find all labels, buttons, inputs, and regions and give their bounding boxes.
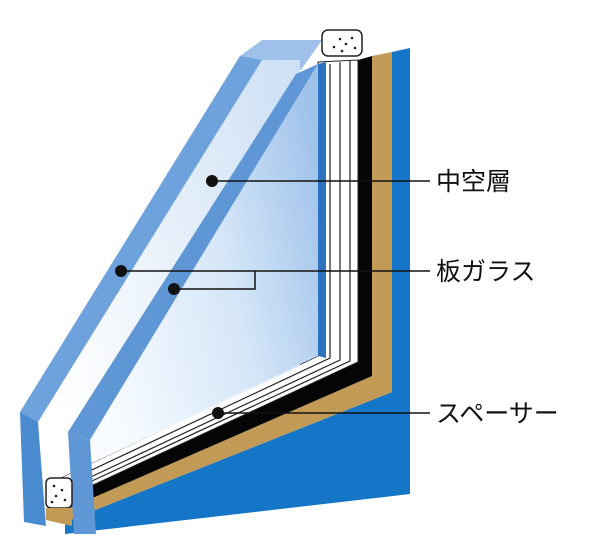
spacer-bottom-section [45,477,73,526]
glass-front-face [90,64,318,458]
label-spacer: スペーサー [436,399,559,428]
glass-front-edge [68,64,318,440]
glass-back-edge [20,56,262,422]
leader-glass-b [174,271,256,290]
leader-dots [115,175,224,419]
leader-lines [121,180,430,414]
glass-panes [20,40,326,534]
dot-glass-a [115,265,127,277]
dot-air-layer [206,175,218,187]
label-air-layer: 中空層 [436,167,511,196]
label-glass-pane: 板ガラス [436,257,536,286]
frame-blue [65,48,410,534]
spacer-top-section [321,29,363,57]
dot-glass-b [168,283,180,295]
glass-front-vertical-edge [68,432,96,534]
dot-spacer [212,407,224,419]
sealant-layer [65,56,372,510]
butyl-layer [65,52,392,522]
glass-left-edge [20,412,46,526]
glass-top-edge [240,40,322,74]
